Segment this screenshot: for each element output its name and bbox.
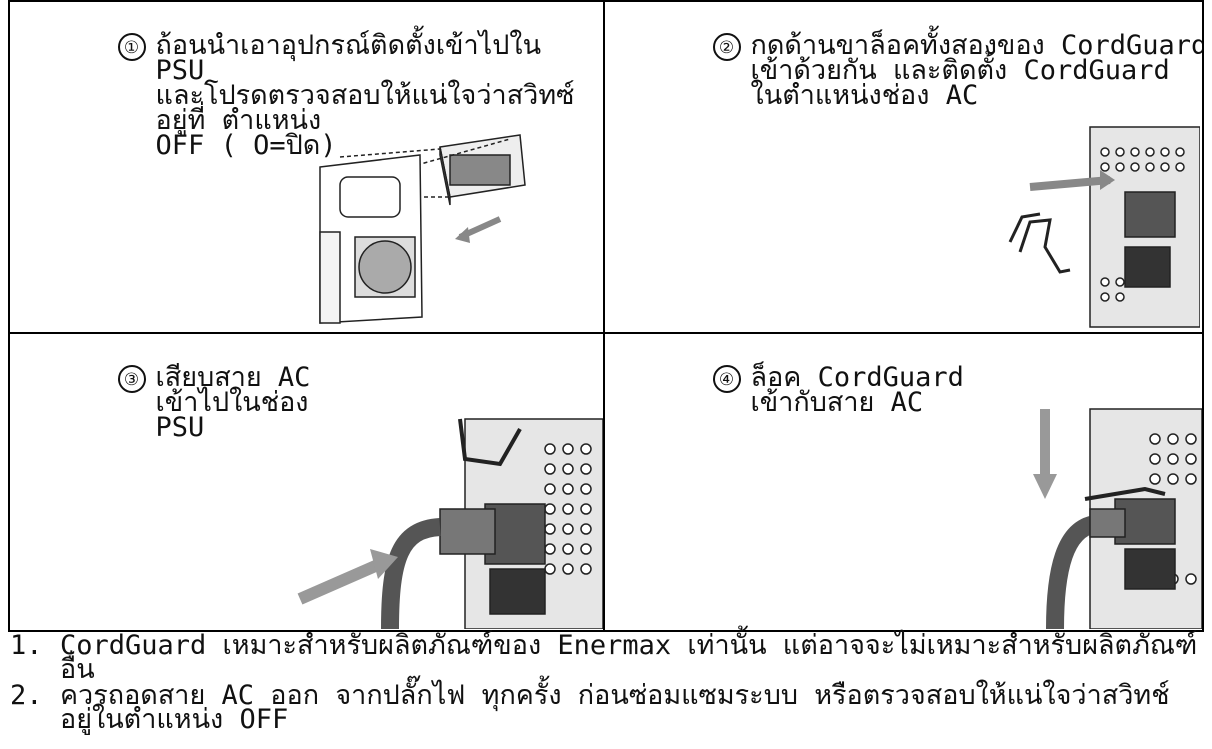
psu-case-install-illustration: [319, 134, 526, 324]
step-1-instruction: ① ถ้อนนำเอาอุปกรณ์ติดตั้งเข้าไปใน PSU และ…: [20, 8, 574, 183]
notes-list: 1. CordGuard เหมาะสำหรับผลิตภัณฑ์ของ Ene…: [10, 630, 1200, 734]
step-4-number: ④: [712, 365, 741, 393]
step-3-text: เสียบสาย AC เข้าไปในช่อง PSU: [155, 362, 311, 443]
step-2-number: ②: [712, 33, 741, 61]
cordguard-insert-illustration: [1008, 126, 1200, 328]
note-1-text: CordGuard เหมาะสำหรับผลิตภัณฑ์ของ Enerma…: [60, 630, 1198, 685]
step-3-number: ③: [117, 365, 146, 393]
instruction-grid: ① ถ้อนนำเอาอุปกรณ์ติดตั้งเข้าไปใน PSU และ…: [8, 0, 1204, 632]
step-1-number: ①: [117, 33, 146, 61]
step-4-cell: ④ ล็อค CordGuard เข้ากับสาย AC: [605, 334, 1202, 630]
ac-plug-insert-illustration: [297, 418, 603, 629]
note-item-2: 2. ควรถอดสาย AC ออก จากปลั๊กไฟ ทุกครั้ง …: [10, 680, 1200, 733]
note-1-number: 1.: [10, 630, 43, 661]
step-4-instruction: ④ ล็อค CordGuard เข้ากับสาย AC: [615, 340, 964, 440]
step-1-cell: ① ถ้อนนำเอาอุปกรณ์ติดตั้งเข้าไปใน PSU และ…: [10, 2, 603, 332]
note-2-text: ควรถอดสาย AC ออก จากปลั๊กไฟ ทุกครั้ง ก่อ…: [60, 680, 1170, 735]
note-item-1: 1. CordGuard เหมาะสำหรับผลิตภัณฑ์ของ Ene…: [10, 630, 1200, 683]
step-2-cell: ② กดด้านขาล็อคทั้งสองของ CordGuard เข้าด้…: [605, 2, 1202, 332]
grid-divider-vertical: [603, 2, 605, 630]
step-1-text: ถ้อนนำเอาอุปกรณ์ติดตั้งเข้าไปใน PSU และโ…: [155, 30, 575, 161]
note-2-number: 2.: [10, 680, 43, 711]
step-3-cell: ③ เสียบสาย AC เข้าไปในช่อง PSU: [10, 334, 603, 630]
cordguard-lock-illustration: [1033, 408, 1202, 629]
grid-divider-horizontal: [10, 332, 1202, 334]
step-2-instruction: ② กดด้านขาล็อคทั้งสองของ CordGuard เข้าด้…: [615, 8, 1202, 133]
step-2-text: กดด้านขาล็อคทั้งสองของ CordGuard เข้าด้ว…: [750, 30, 1202, 111]
step-4-text: ล็อค CordGuard เข้ากับสาย AC: [750, 362, 964, 418]
step-3-instruction: ③ เสียบสาย AC เข้าไปในช่อง PSU: [20, 340, 310, 465]
